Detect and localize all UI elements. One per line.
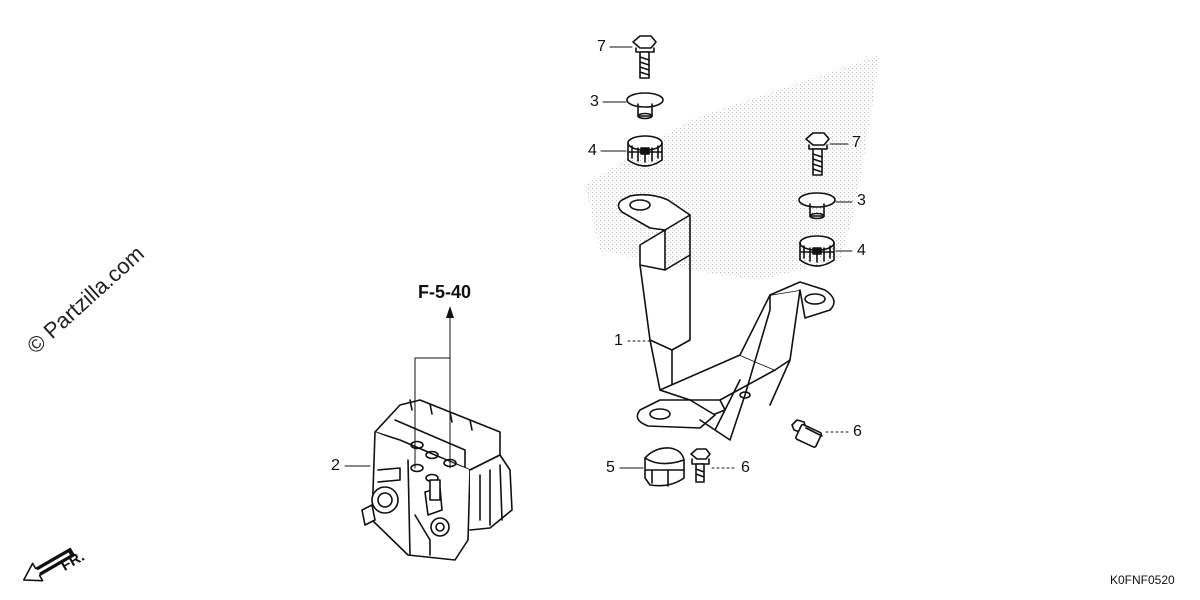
abs-bracket-1 [617, 193, 835, 441]
bolt-7b [805, 132, 830, 176]
callout-6-right[interactable]: 6 [853, 423, 862, 440]
callout-4-top[interactable]: 4 [588, 142, 597, 159]
collar-3b [798, 192, 836, 220]
callout-1[interactable]: 1 [614, 332, 623, 349]
callout-7-top[interactable]: 7 [597, 38, 606, 55]
collar-3a [626, 92, 664, 120]
callout-4-right[interactable]: 4 [857, 242, 866, 259]
callout-3-right[interactable]: 3 [857, 192, 866, 209]
abs-modulator-2 [361, 399, 513, 561]
reference-arrowhead [446, 306, 454, 318]
diagram-code: K0FNF0520 [1110, 573, 1175, 587]
grommet-4b [799, 235, 835, 267]
callout-7-right[interactable]: 7 [852, 134, 861, 151]
bolt-6a [690, 448, 711, 483]
cover-5 [644, 447, 685, 487]
callout-5[interactable]: 5 [606, 459, 615, 476]
reference-code-link[interactable]: F-5-40 [418, 282, 472, 302]
grommet-4a [627, 135, 663, 167]
callout-6-center[interactable]: 6 [741, 459, 750, 476]
leader-lines [344, 46, 853, 469]
bolt-7a [632, 35, 657, 79]
callout-3-top[interactable]: 3 [590, 93, 599, 110]
background-stipple [585, 55, 880, 280]
bolt-6b [791, 419, 823, 448]
front-direction-arrow [22, 547, 76, 582]
callout-2[interactable]: 2 [331, 457, 340, 474]
